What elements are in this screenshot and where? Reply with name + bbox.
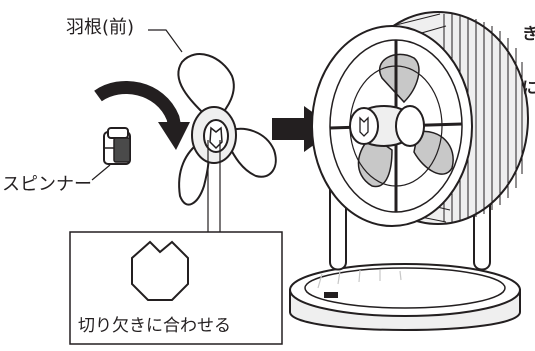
- rear-blades: [357, 53, 454, 188]
- front-blade-leader: [148, 29, 183, 53]
- spinner-label: スピンナー: [2, 174, 92, 195]
- cropped-text-1: き: [522, 24, 535, 43]
- spinner-leader: [91, 164, 111, 181]
- curved-arrow-icon: [94, 80, 190, 150]
- front-blade: [177, 53, 277, 206]
- fan-unit: [289, 11, 529, 331]
- align-notch-label: 切り欠きに合わせる: [78, 316, 231, 336]
- spinner-part: [103, 127, 131, 165]
- notch-callout-box: [69, 231, 283, 345]
- front-blade-label: 羽根(前): [66, 17, 135, 38]
- fan-base: [289, 263, 521, 331]
- notch-shape-icon: [131, 240, 189, 301]
- cropped-text-2: に: [522, 78, 535, 97]
